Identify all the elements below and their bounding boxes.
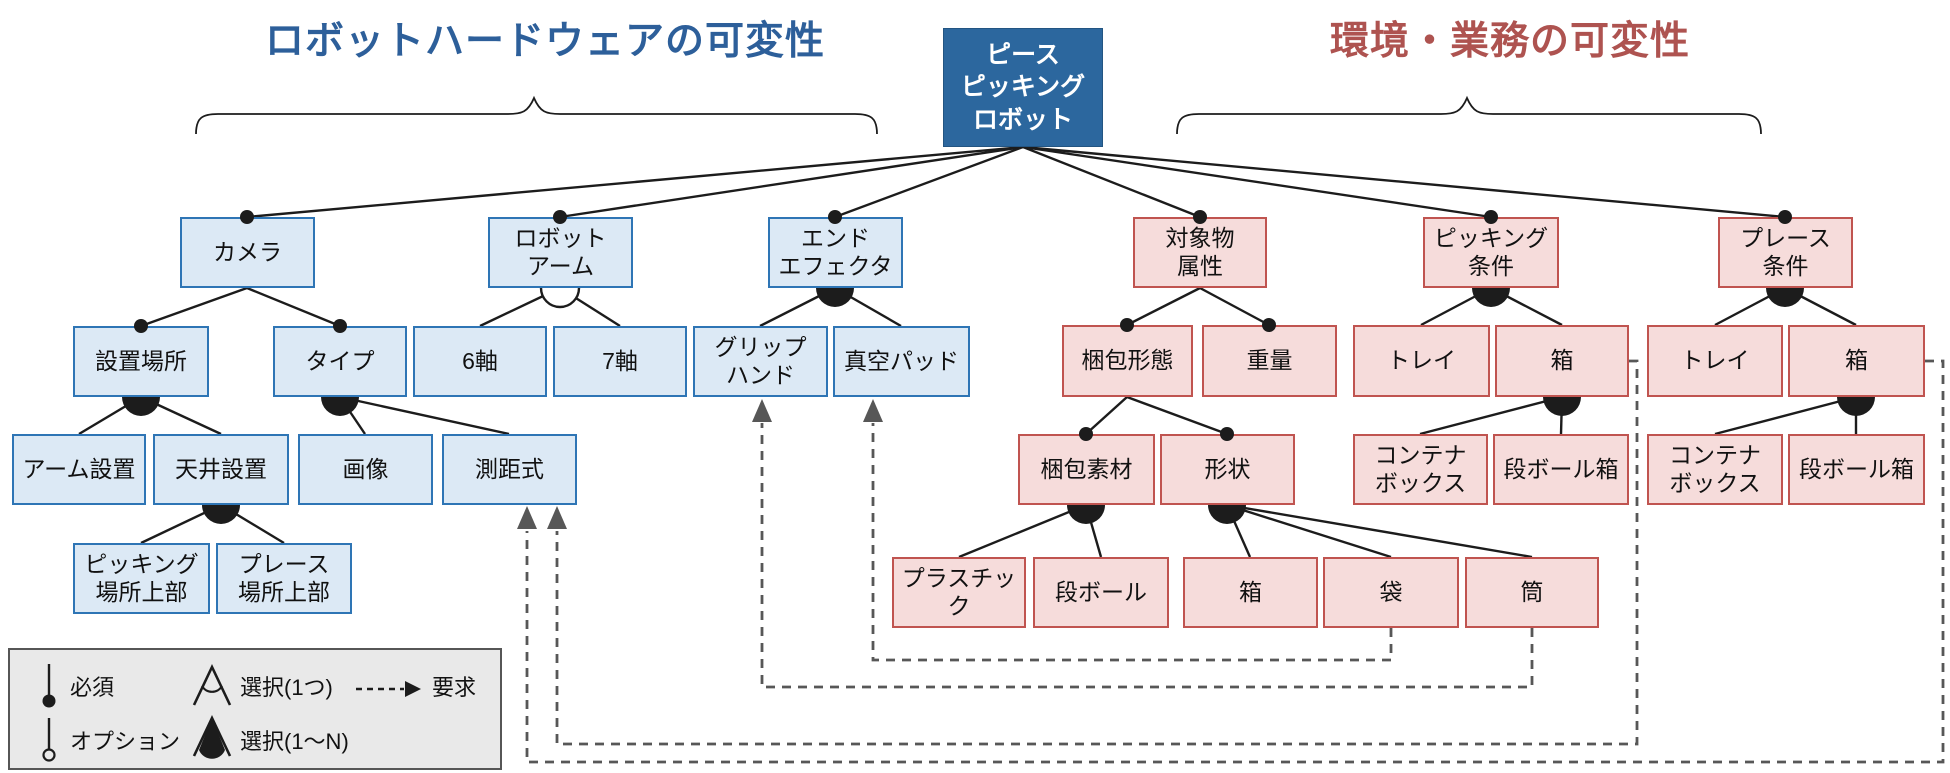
legend-label-requires: 要求: [432, 675, 477, 700]
node-box-shape: 箱: [1183, 557, 1318, 628]
node-container-box-place: コンテナ ボックス: [1647, 434, 1783, 505]
node-type: タイプ: [273, 326, 407, 397]
brace-environment: [1176, 95, 1762, 135]
legend: [8, 648, 502, 770]
node-plastic: プラスチック: [892, 557, 1026, 628]
node-grip-hand: グリップ ハンド: [693, 326, 828, 397]
node-root-piece-picking-robot: ピース ピッキング ロボット: [943, 28, 1103, 147]
node-install-location: 設置場所: [73, 326, 209, 397]
node-tray-place: トレイ: [1647, 325, 1783, 397]
node-picking-condition: ピッキング 条件: [1423, 217, 1559, 288]
node-above-picking-location: ピッキング 場所上部: [73, 543, 210, 614]
node-end-effector: エンド エフェクタ: [768, 217, 903, 288]
node-arm-install: アーム設置: [12, 434, 146, 505]
node-bag: 袋: [1323, 557, 1459, 628]
node-packing-form: 梱包形態: [1062, 325, 1193, 397]
node-7-axis: 7軸: [553, 326, 687, 397]
title-environment-variability: 環境・業務の可変性: [1329, 20, 1690, 63]
node-packing-material: 梱包素材: [1018, 434, 1155, 505]
node-rangefinder: 測距式: [442, 434, 577, 505]
node-tube: 筒: [1465, 557, 1599, 628]
legend-label-single-choice: 選択(1つ): [240, 675, 333, 700]
brace-hardware: [195, 95, 878, 135]
node-place-condition: プレース 条件: [1718, 217, 1853, 288]
node-cardboard: 段ボール: [1033, 557, 1169, 628]
legend-label-required: 必須: [70, 675, 115, 700]
node-camera: カメラ: [180, 217, 315, 288]
node-vacuum-pad: 真空パッド: [833, 326, 970, 397]
node-tray-picking: トレイ: [1353, 325, 1490, 397]
single-choice-arc: [539, 287, 581, 309]
node-cardboard-box-picking: 段ボール箱: [1493, 434, 1629, 505]
title-hardware-variability: ロボットハードウェアの可変性: [264, 20, 825, 63]
node-weight: 重量: [1202, 325, 1337, 397]
requires-boxpick-to-rangefinder: [555, 359, 1639, 746]
node-object-attributes: 対象物 属性: [1133, 217, 1267, 288]
node-cardboard-box-place: 段ボール箱: [1788, 434, 1925, 505]
node-box-picking: 箱: [1495, 325, 1629, 397]
node-robot-arm: ロボット アーム: [488, 217, 633, 288]
node-image: 画像: [298, 434, 433, 505]
node-6-axis: 6軸: [413, 326, 547, 397]
node-container-box-picking: コンテナ ボックス: [1353, 434, 1488, 505]
legend-label-multi-choice: 選択(1〜N): [240, 729, 349, 754]
node-box-place: 箱: [1788, 325, 1925, 397]
node-shape: 形状: [1160, 434, 1295, 505]
node-ceiling-install: 天井設置: [153, 434, 289, 505]
legend-label-optional: オプション: [70, 729, 181, 754]
node-above-place-location: プレース 場所上部: [216, 543, 352, 614]
